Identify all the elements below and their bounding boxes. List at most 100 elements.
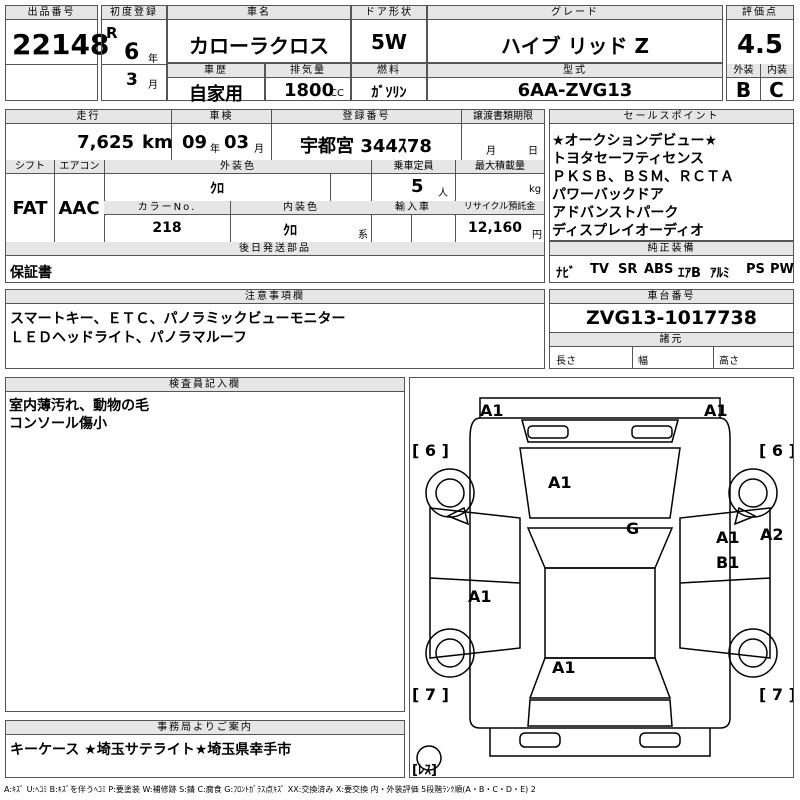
sales-points-label: セールスポイント: [550, 110, 793, 124]
model-cell: 型式 6AA-ZVG13: [427, 63, 723, 101]
score: 4.5: [736, 30, 784, 60]
tire-depth: [ 6 ]: [759, 441, 793, 460]
office-label: 事務局よりご案内: [6, 721, 404, 735]
tire-depth: [ 7 ]: [412, 685, 449, 704]
equipment-item: TV: [590, 262, 609, 277]
later-parts-label: 後日発送部品: [6, 242, 544, 256]
office-text: キーケース ★埼玉サテライト★埼玉県幸手市: [10, 742, 292, 758]
car-name-label: 車名: [168, 6, 350, 20]
equipment-item: PS: [746, 262, 765, 277]
inspection-label: 車検: [171, 110, 271, 124]
int-color-label: 内装色: [230, 201, 371, 215]
spare-tire: [ﾚｽ]: [412, 763, 437, 777]
sales-point-line: パワーバックドア: [552, 187, 664, 203]
mileage: 7,625: [77, 132, 134, 153]
chassis-number: ZVG13-1017738: [586, 307, 757, 329]
exterior-grade: B: [735, 78, 752, 102]
legend: A:ｷｽﾞ U:ﾍｺﾐ B:ｷｽﾞを伴うﾍｺﾐ P:要塗装 W:補修跡 S:錆 …: [4, 785, 536, 794]
damage-mark: A2: [760, 525, 784, 544]
door: 5W: [371, 30, 407, 54]
equipment-label: 純正装備: [550, 242, 793, 256]
recycle-label: リサイクル預託金: [455, 201, 544, 215]
history: 自家用: [189, 84, 243, 105]
int-color: ｸﾛ: [283, 223, 297, 239]
shift: FAT: [12, 198, 48, 219]
interior-label: 内装: [760, 64, 793, 78]
inspection-month-unit: 月: [254, 144, 264, 155]
capacity: 5: [411, 176, 424, 197]
grade: ハイブ リッド Z: [500, 34, 650, 58]
cc-cell: 排気量 1800 CC: [265, 63, 351, 101]
registration-year: 6: [124, 40, 140, 65]
first-registration-label: 初度登録: [102, 6, 166, 20]
sales-point-line: ＰＫＳＢ、ＢＳＭ、ＲＣＴＡ: [552, 169, 734, 185]
month-unit: 月: [148, 80, 158, 91]
sales-point-line: アドバンストパーク: [552, 205, 679, 221]
inspector-line: 室内薄汚れ、動物の毛: [9, 398, 150, 414]
history-cell: 車歴 自家用: [167, 63, 265, 105]
chassis-label: 車台番号: [550, 290, 793, 304]
vehicle-detail-table: 走行 車検 登録番号 譲渡書類期限 7,625 km 09 年 03 月 宇都宮…: [5, 109, 545, 283]
damage-mark: A1: [704, 401, 728, 420]
damage-mark: B1: [716, 553, 739, 572]
plate: 宇都宮 344ｽ78: [300, 136, 432, 157]
transfer-label: 譲渡書類期限: [461, 110, 544, 124]
shift-label: シフト: [6, 160, 54, 174]
door-label: ドア形状: [352, 6, 426, 20]
inspector-label: 検査員記入欄: [6, 378, 404, 392]
transfer-day-unit: 日: [528, 146, 538, 157]
height-label: 高さ: [719, 356, 739, 367]
load-label: 最大積載量: [455, 160, 544, 174]
lot-number-label: 出品番号: [6, 6, 97, 20]
equipment-item: ｱﾙﾐ: [710, 266, 730, 281]
inspector-line: コンソール傷小: [9, 416, 107, 432]
import-label: 輸入車: [371, 201, 455, 215]
sales-point-line: トヨタセーフティセンス: [552, 151, 705, 167]
model: 6AA-ZVG13: [517, 80, 633, 101]
capacity-label: 乗車定員: [371, 160, 455, 174]
interior-grade: C: [769, 78, 784, 102]
note-line: ＬＥＤヘッドライト、パノラマルーフ: [10, 330, 247, 346]
car-name-cell: 車名 カローラクロス: [167, 5, 351, 63]
plate-label: 登録番号: [271, 110, 461, 124]
int-color-unit: 系: [358, 230, 368, 241]
history-label: 車歴: [168, 64, 264, 78]
notes-label: 注意事項欄: [6, 290, 544, 304]
ac-label: エアコン: [54, 160, 104, 174]
cc: 1800: [284, 80, 335, 101]
fuel-label: 燃料: [352, 64, 426, 78]
tire-depth: [ 6 ]: [412, 441, 449, 460]
cc-label: 排気量: [266, 64, 350, 78]
tire-depth: [ 7 ]: [759, 685, 793, 704]
sales-points-cell: セールスポイント ★オークションデビュー★ トヨタセーフティセンス ＰＫＳＢ、Ｂ…: [549, 109, 794, 241]
inspection-year: 09: [182, 132, 208, 153]
damage-mark: A1: [548, 473, 572, 492]
later-parts: 保証書: [10, 265, 52, 281]
damage-diagram: A1 A1 A1 G A1 B1 A2 A1 A1 [ 6 ] [ 6 ] [ …: [409, 377, 794, 778]
equipment-item: PW: [770, 262, 794, 277]
chassis-cell: 車台番号 ZVG13-1017738 諸元 長さ 幅 高さ: [549, 289, 794, 369]
ext-color-label: 外装色: [104, 160, 371, 174]
mileage-label: 走行: [6, 110, 171, 124]
first-registration-cell: 初度登録 R 6 年 3 月: [101, 5, 167, 101]
fuel-cell: 燃料 ｶﾞｿﾘﾝ: [351, 63, 427, 101]
length-label: 長さ: [556, 356, 576, 367]
equipment-item: SR: [618, 262, 638, 277]
color-no: 218: [152, 220, 182, 236]
inspection-year-unit: 年: [210, 144, 220, 155]
notes-cell: 注意事項欄 スマートキー、ＥＴＣ、パノラミックビューモニター ＬＥＤヘッドライト…: [5, 289, 545, 369]
year-unit: 年: [148, 54, 158, 65]
score-cell: 評価点 4.5 外装 内装 B C: [726, 5, 794, 102]
width-label: 幅: [638, 356, 648, 367]
inspector-cell: 検査員記入欄 室内薄汚れ、動物の毛 コンソール傷小: [5, 377, 405, 712]
cc-unit: CC: [330, 88, 344, 99]
car-diagram: A1 A1 A1 G A1 B1 A2 A1 A1 [ 6 ] [ 6 ] [ …: [412, 397, 793, 777]
grade-label: グレード: [428, 6, 722, 20]
damage-mark: A1: [552, 658, 576, 677]
door-cell: ドア形状 5W: [351, 5, 427, 63]
exterior-label: 外装: [727, 64, 760, 78]
office-cell: 事務局よりご案内 キーケース ★埼玉サテライト★埼玉県幸手市: [5, 720, 405, 778]
sales-point-line: ★オークションデビュー★: [552, 133, 718, 149]
capacity-unit: 人: [438, 188, 448, 199]
note-line: スマートキー、ＥＴＣ、パノラミックビューモニター: [10, 311, 346, 327]
